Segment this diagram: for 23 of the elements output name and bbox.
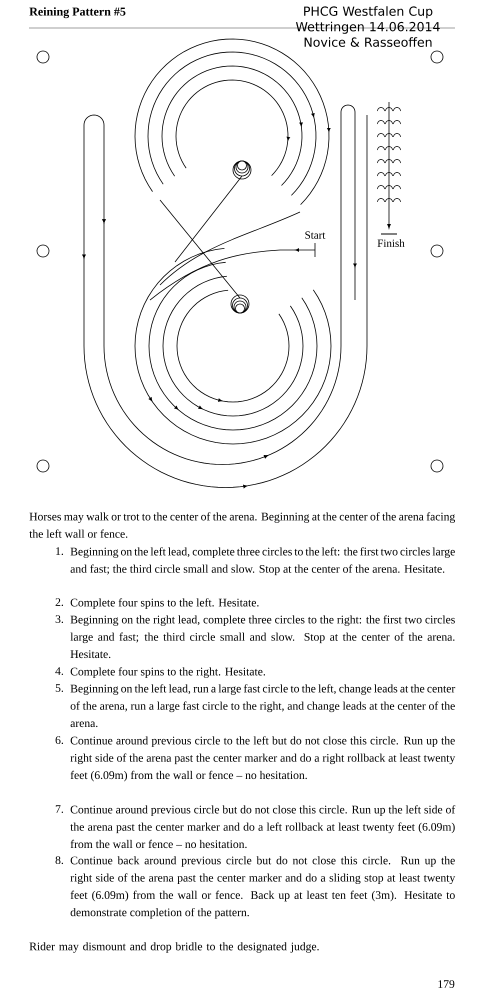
step-number: 8. xyxy=(56,856,64,864)
step-text: Continue around previous circle to the left but do not close this circle. Run up the right side of the arena past the center marker and do a right rollback at least twenty feet (6.09m) from the wall or fence – no hesitation. xyxy=(70,736,456,782)
paragraph: Horses may walk or trot to the center of the arena. Beginning at the center of the arena facing the left wall or fence. xyxy=(29,512,456,538)
step-number: 1. xyxy=(56,547,64,556)
step-number: 6. xyxy=(56,736,64,744)
step-text: Beginning on the left lead, complete three circles to the left: the first two circles large and fast; the third circle small and slow. Stop at the center of the arena. Hesitate. xyxy=(70,547,455,576)
step-text: Complete four spins to the left. Hesitate. xyxy=(70,598,259,609)
step-number: 5. xyxy=(56,684,64,692)
step-text: Beginning on the right lead, complete three circles to the right: the first two circles large and fast; the third circle small and slow. Stop at the center of the arena. Hesitate. xyxy=(70,615,455,658)
step-text: Complete four spins to the right. Hesitate. xyxy=(70,667,265,678)
step-text: Beginning on the left lead, run a large fast circle to the left, change leads at the center of the arena, run a large fast circle to the right, and change leads at the center of the arena. xyxy=(70,684,456,728)
finish-label: Finish xyxy=(378,239,405,247)
step-number: 4. xyxy=(55,667,64,675)
step-text: Continue around previous circle but do not close this circle. Run up the left side of the arena past the center marker and do a left rollback at least twenty feet (6.09m) from the wall or fence – no hesitation. xyxy=(70,805,456,848)
paragraph: Rider may dismount and drop bridle to the designated judge. xyxy=(30,942,319,953)
step-number: 7. xyxy=(56,805,64,813)
start-label: Start xyxy=(305,231,326,239)
handwritten-note: PHCG Westfalen Cup Wettringen 14.06.2014 Novice & Rasseoffen xyxy=(296,6,440,47)
step-number: 2. xyxy=(56,598,64,606)
step-number: 3. xyxy=(56,615,64,624)
page-number: 179 xyxy=(438,980,454,988)
title: Reining Pattern #5 xyxy=(29,7,126,18)
step-text: Continue back around previous circle but do not close this circle. Run up the right side of the arena past the center marker and do a sliding stop at least twenty feet (6.09m) from the wall or fence. Back up at least ten feet (3m). Hesitate to demonstrate completion of the pattern. xyxy=(70,856,456,919)
